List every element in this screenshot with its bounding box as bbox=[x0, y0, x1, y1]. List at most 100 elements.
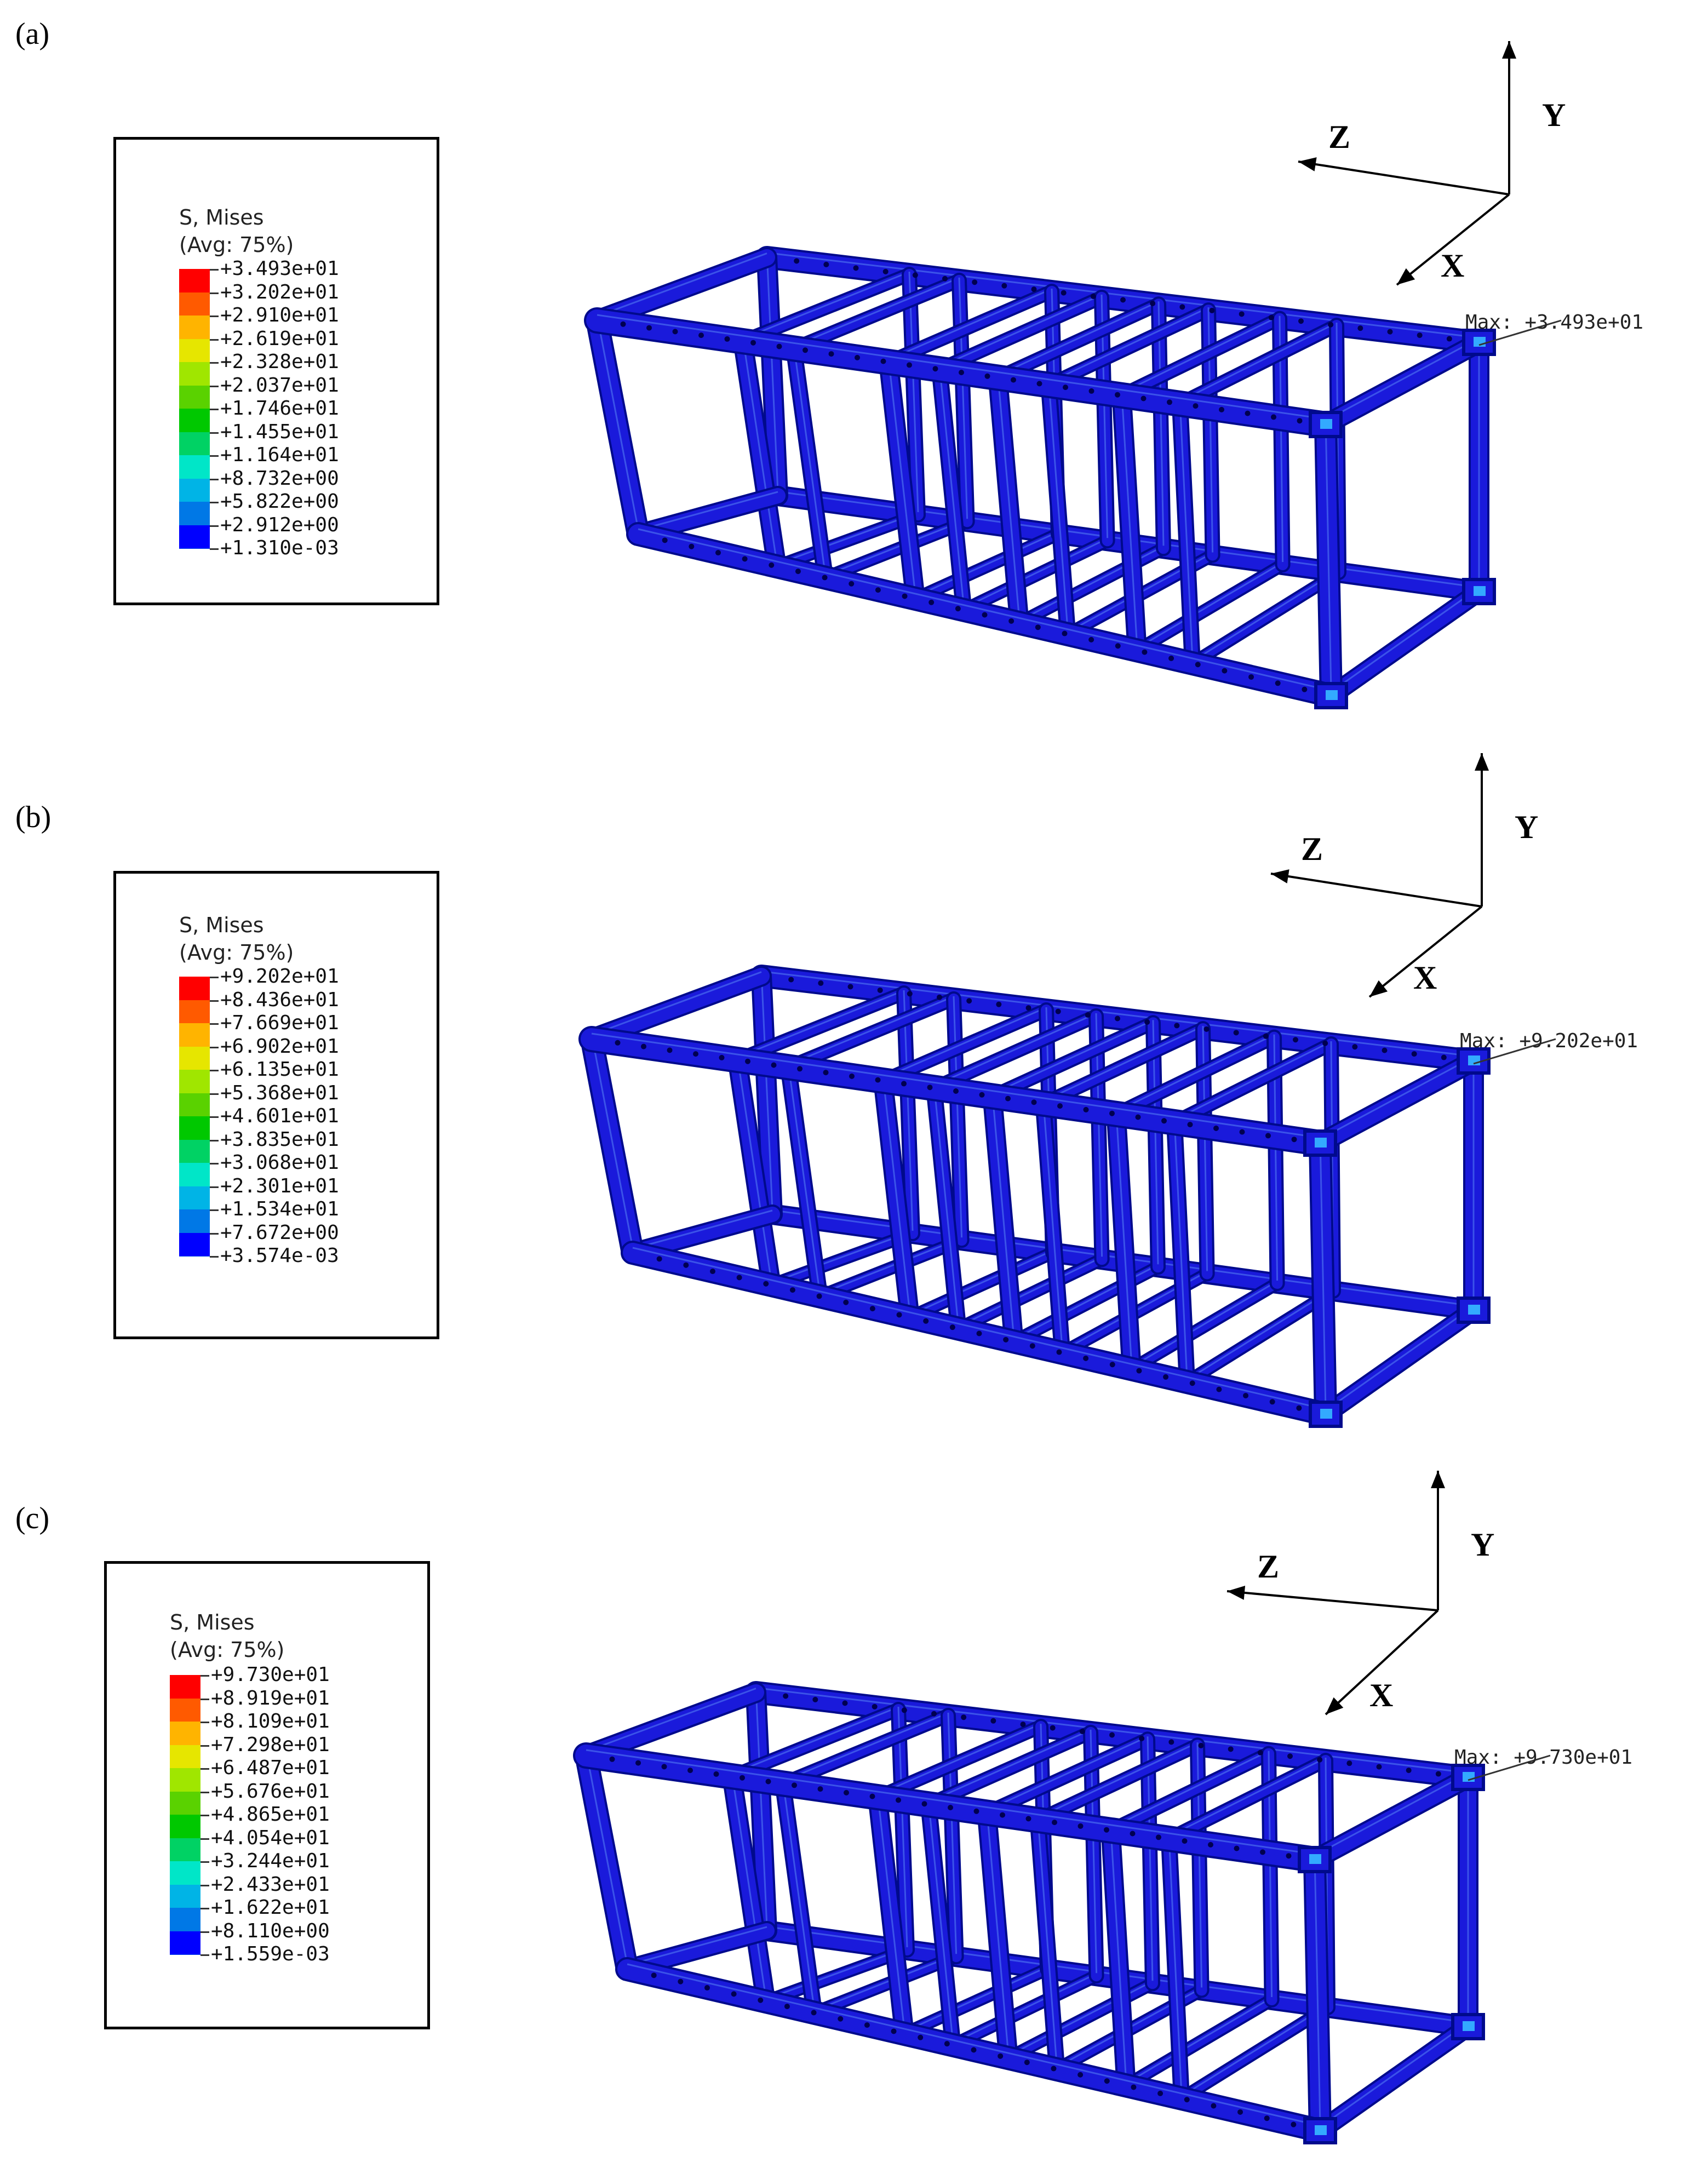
rivet bbox=[918, 2034, 924, 2040]
rail bbox=[597, 314, 1326, 420]
legend-title: S, Mises bbox=[179, 205, 264, 230]
cross-member bbox=[1170, 1039, 1336, 1127]
legend-tick bbox=[210, 1046, 219, 1048]
rivet bbox=[719, 1054, 725, 1060]
end-beam bbox=[586, 1688, 756, 1752]
legend-subtitle: (Avg: 75%) bbox=[179, 233, 294, 257]
legend-swatch bbox=[179, 1070, 210, 1093]
rivet bbox=[1271, 414, 1276, 420]
legend-tick bbox=[210, 1116, 219, 1118]
rivet bbox=[1003, 1336, 1009, 1343]
legend-swatch bbox=[179, 385, 210, 409]
legend-tick bbox=[200, 1745, 209, 1747]
end-beam bbox=[1312, 1053, 1482, 1151]
cross-member bbox=[1187, 1288, 1334, 1381]
corner-bracket bbox=[1315, 2125, 1327, 2135]
rivet bbox=[949, 1324, 955, 1330]
interior-post bbox=[986, 1809, 1010, 2055]
rivet bbox=[955, 606, 961, 612]
cross-member bbox=[1168, 1757, 1326, 1837]
cross-member bbox=[727, 1705, 903, 1781]
rivet bbox=[1130, 1831, 1136, 1837]
cross-member bbox=[958, 1256, 1103, 1328]
corner-bracket bbox=[1309, 1854, 1321, 1864]
interior-post bbox=[1037, 1817, 1058, 2067]
rivet bbox=[902, 593, 908, 599]
legend-tick bbox=[210, 1139, 219, 1141]
rivet bbox=[1063, 385, 1068, 391]
x-axis-arrowhead bbox=[1326, 1697, 1344, 1714]
rivet bbox=[1031, 1099, 1037, 1105]
rivet bbox=[1109, 1110, 1115, 1116]
legend-value: +1.164e+01 bbox=[220, 444, 339, 466]
interior-post bbox=[1110, 1826, 1127, 2082]
legend-tick bbox=[210, 385, 219, 387]
cross-member bbox=[767, 1229, 917, 1289]
legend-value: +7.672e+00 bbox=[220, 1221, 339, 1244]
legend-value: +8.919e+01 bbox=[211, 1686, 330, 1709]
y-axis-arrowhead bbox=[1475, 753, 1489, 771]
cross-member bbox=[1105, 1748, 1274, 1835]
rivet bbox=[1346, 1760, 1352, 1766]
legend-swatch bbox=[170, 1838, 200, 1862]
interior-post bbox=[938, 366, 965, 607]
axis-triad: YZX bbox=[1298, 41, 1566, 286]
legend-tick bbox=[210, 548, 219, 550]
interior-post bbox=[887, 358, 916, 595]
cross-member bbox=[1127, 1279, 1282, 1374]
rivet bbox=[843, 1299, 849, 1305]
rivet bbox=[891, 2028, 897, 2034]
x-axis-arrowhead bbox=[1369, 980, 1388, 997]
legend-title: S, Mises bbox=[179, 913, 264, 937]
rivet bbox=[953, 1088, 959, 1094]
legend-swatch bbox=[179, 315, 210, 339]
rivet bbox=[842, 1700, 848, 1706]
legend-value: +1.746e+01 bbox=[220, 397, 339, 420]
post bbox=[755, 1688, 768, 1927]
interior-post bbox=[1173, 1119, 1188, 1379]
rivet bbox=[1062, 630, 1068, 636]
max-label: Max: +9.202e+01 bbox=[1460, 1030, 1638, 1052]
end-beam bbox=[1317, 334, 1487, 433]
cross-member bbox=[933, 1012, 1097, 1087]
rail bbox=[586, 1749, 1315, 1855]
legend-swatch bbox=[170, 1908, 200, 1931]
rivet bbox=[1260, 1849, 1265, 1855]
cross-member bbox=[778, 1710, 953, 1789]
rivet bbox=[1297, 418, 1303, 424]
rivet bbox=[1157, 2090, 1163, 2096]
satellite-frame bbox=[573, 1681, 1485, 2144]
rivet bbox=[1187, 1122, 1193, 1128]
rivet bbox=[1298, 318, 1304, 324]
rivet bbox=[1083, 1106, 1089, 1112]
cross-member bbox=[824, 518, 968, 577]
post bbox=[1319, 1138, 1327, 1410]
legend-tick bbox=[210, 362, 219, 364]
rivet bbox=[1296, 1405, 1302, 1411]
rivet bbox=[907, 991, 913, 997]
rivet bbox=[1031, 286, 1037, 292]
x-axis bbox=[1368, 905, 1483, 998]
cross-member bbox=[731, 1706, 899, 1775]
cross-member bbox=[1175, 320, 1342, 409]
interior-post bbox=[947, 1712, 958, 1954]
legend-swatch bbox=[170, 1722, 200, 1745]
corner-bracket bbox=[1474, 586, 1486, 596]
legend-swatch bbox=[170, 1768, 200, 1792]
rivet bbox=[901, 1707, 907, 1713]
cross-member bbox=[1181, 2004, 1328, 2097]
legend-swatch bbox=[179, 339, 210, 363]
cross-member bbox=[982, 1734, 1153, 1818]
cross-member bbox=[793, 277, 960, 347]
corner-bracket bbox=[1320, 1409, 1332, 1419]
interior-post bbox=[1048, 382, 1069, 632]
rivet bbox=[823, 1070, 829, 1076]
rivet bbox=[1090, 294, 1096, 300]
end-beam bbox=[627, 1926, 767, 1966]
rivet bbox=[811, 2010, 817, 2016]
rivet bbox=[1104, 1827, 1109, 1833]
rail bbox=[591, 1032, 1321, 1139]
cross-member bbox=[882, 1007, 1047, 1079]
rivet bbox=[1051, 2066, 1057, 2072]
panel-label: (c) bbox=[15, 1501, 50, 1535]
